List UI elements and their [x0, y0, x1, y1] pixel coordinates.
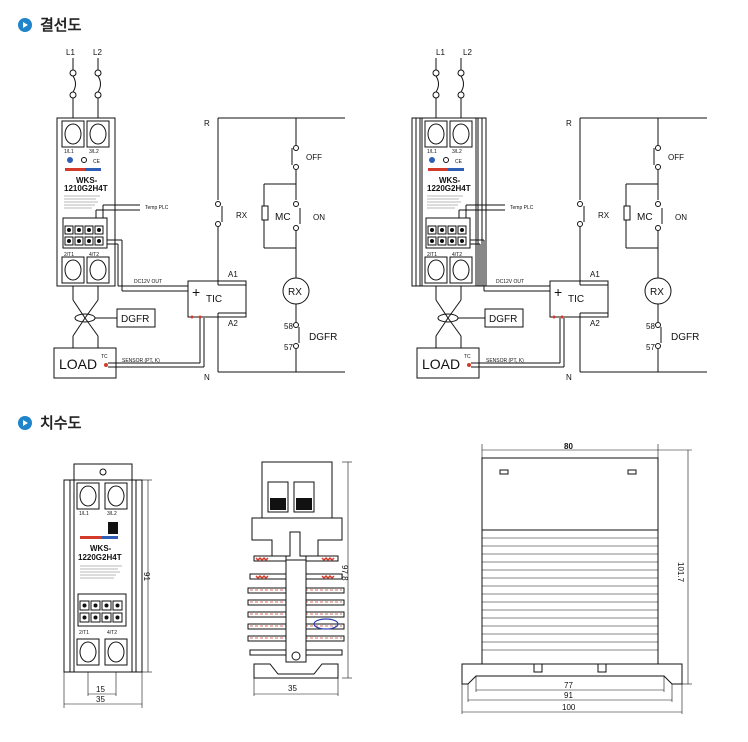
load-box [416, 347, 480, 379]
dimension-back-view: 80 101.7 77 91 100 [461, 442, 692, 714]
rx-coil-label: RX [650, 287, 664, 298]
led-icon [443, 157, 449, 163]
terminal-label: 3/L2 [452, 149, 462, 155]
temp-plc-label: Temp PLC [145, 205, 169, 211]
terminal-57-label: 57 [284, 343, 293, 352]
terminal-label: 1/L1 [79, 511, 89, 517]
terminal-58-label: 58 [646, 322, 655, 331]
front-inner-width-dimension: 15 [96, 685, 105, 694]
dc12v-label: DC12V OUT [134, 279, 162, 285]
plus-sign: + [192, 284, 200, 300]
terminal-label: 4/T2 [89, 252, 99, 258]
highlight-ellipse [313, 618, 339, 630]
load-label: LOAD [59, 356, 97, 372]
dgfr-contact-label: DGFR [671, 332, 699, 343]
terminal-label: 2/T1 [79, 630, 89, 636]
plus-sign: + [554, 284, 562, 300]
model-name-line2: 1220G2H4T [78, 553, 122, 562]
line-label-l2: L2 [463, 48, 472, 57]
back-top-width-dimension: 80 [564, 442, 573, 451]
rx-contact-label: RX [236, 211, 248, 220]
dimension-side-view: 97.8 35 [247, 461, 352, 696]
terminal-58-label: 58 [284, 322, 293, 331]
dgfr-contact-label: DGFR [309, 332, 337, 343]
dgfr-label: DGFR [489, 314, 517, 325]
model-name-line1: WKS- [76, 176, 98, 185]
line-label-l1: L1 [436, 48, 445, 57]
cert-icon [429, 157, 435, 163]
wiring-section-title: 결선도 [18, 14, 81, 35]
section-bullet-icon [18, 415, 32, 430]
model-name-line2: 1210G2H4T [64, 184, 108, 193]
terminal-label: 4/T2 [452, 252, 462, 258]
r-label: R [204, 119, 210, 128]
terminal-label: 2/T1 [64, 252, 74, 258]
section-bullet-icon [18, 17, 32, 32]
model-name-line1: WKS- [439, 176, 461, 185]
line-label-l1: L1 [66, 48, 75, 57]
rx-contact-label: RX [598, 211, 610, 220]
back-width-91-dimension: 91 [564, 691, 573, 700]
wiring-diagram-right: L1 L2 1/L1 3/L2 CE [411, 48, 707, 382]
dc12v-label: DC12V OUT [496, 279, 524, 285]
tc-label: TC [101, 354, 108, 360]
back-width-77-dimension: 77 [564, 681, 573, 690]
terminal-57-label: 57 [646, 343, 655, 352]
sensor-label: SENSOR (PT, K) [486, 358, 524, 364]
mc-label: MC [637, 212, 653, 223]
terminal-label: 3/L2 [107, 511, 117, 517]
terminal-label: 4/T2 [107, 630, 117, 636]
dgfr-box [484, 308, 524, 328]
side-width-dimension: 35 [288, 684, 297, 693]
tc-label: TC [464, 354, 471, 360]
dimension-title-text: 치수도 [40, 414, 82, 432]
terminal-label: 1/L1 [427, 149, 437, 155]
tic-label: TIC [568, 294, 584, 305]
model-name-line1: WKS- [90, 544, 112, 553]
tic-controller-right [549, 280, 609, 318]
wiring-diagram-left: L1 L2 1/L1 3/L2 CE WKS- 1210G2H4T [53, 48, 345, 382]
tic-label: TIC [206, 294, 222, 305]
dimension-section-title: 치수도 [18, 412, 81, 433]
sensor-label: SENSOR (PT, K) [122, 358, 160, 364]
terminal-label: 2/T1 [427, 252, 437, 258]
dgfr-label: DGFR [121, 314, 149, 325]
n-label: N [204, 373, 210, 382]
a2-label: A2 [590, 319, 600, 328]
dgfr-box [116, 308, 156, 328]
ce-mark: CE [455, 159, 463, 165]
line-label-l2: L2 [93, 48, 102, 57]
ce-mark: CE [93, 159, 101, 165]
temp-plc-label: Temp PLC [510, 205, 534, 211]
terminal-label: 1/L1 [64, 149, 74, 155]
on-label: ON [675, 213, 687, 222]
dimension-front-view: 1/L1 3/L2 WKS- 1220G2H4T 2/T1 4/T2 [63, 463, 152, 708]
n-label: N [566, 373, 572, 382]
load-label: LOAD [422, 356, 460, 372]
rx-coil-label: RX [288, 287, 302, 298]
off-label: OFF [668, 153, 684, 162]
back-width-100-dimension: 100 [562, 703, 576, 712]
front-height-dimension: 91 [142, 572, 151, 581]
led-icon [81, 157, 87, 163]
side-height-dimension: 97.8 [340, 565, 349, 581]
tic-controller-left [187, 280, 247, 318]
wiring-title-text: 결선도 [40, 16, 82, 34]
on-label: ON [313, 213, 325, 222]
cert-icon [67, 157, 73, 163]
r-label: R [566, 119, 572, 128]
ul-logo-icon [108, 522, 118, 534]
mc-label: MC [275, 212, 291, 223]
off-label: OFF [306, 153, 322, 162]
back-height-dimension: 101.7 [676, 562, 685, 583]
terminal-label: 3/L2 [89, 149, 99, 155]
a1-label: A1 [590, 270, 600, 279]
front-width-dimension: 35 [96, 695, 105, 704]
a2-label: A2 [228, 319, 238, 328]
a1-label: A1 [228, 270, 238, 279]
model-name-line2: 1220G2H4T [427, 184, 471, 193]
